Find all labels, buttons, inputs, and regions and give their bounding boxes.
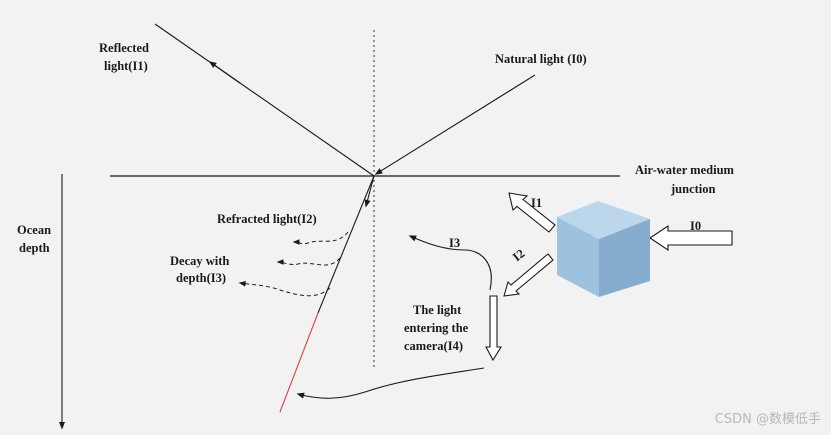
reflected-label-line1: Reflected bbox=[99, 41, 149, 55]
camera-cube bbox=[557, 201, 650, 297]
reflected-label-line2: light(I1) bbox=[104, 59, 148, 73]
reflected-arrow bbox=[208, 61, 241, 84]
cube-top-face bbox=[557, 201, 650, 239]
decay-label-line2: depth(I3) bbox=[176, 271, 226, 285]
ocean-label-line1: Ocean bbox=[17, 223, 51, 237]
i0-label: I0 bbox=[690, 219, 701, 233]
refracted-label: Refracted light(I2) bbox=[217, 212, 317, 226]
refracted-light-ray bbox=[317, 175, 375, 314]
refracted-arrow bbox=[364, 175, 375, 208]
camera-label-line3: camera(I4) bbox=[404, 339, 463, 353]
camera-label-line1: The light bbox=[413, 303, 462, 317]
junction-label-line1: Air-water medium bbox=[635, 163, 735, 177]
natural-light-label: Natural light (I0) bbox=[495, 52, 587, 66]
i1-label: I1 bbox=[531, 196, 542, 210]
i0-hollow-arrow bbox=[649, 224, 733, 252]
watermark: CSDN @数模低手 bbox=[714, 412, 821, 427]
i3-curve-arrow bbox=[408, 235, 492, 291]
i2-hollow-arrow bbox=[503, 253, 554, 297]
decay-curve-1 bbox=[292, 231, 349, 245]
camera-path-curve bbox=[296, 367, 485, 399]
i3-label: I3 bbox=[449, 236, 460, 250]
deep-refracted-ray bbox=[279, 312, 319, 413]
cube-side-face bbox=[599, 219, 650, 297]
i4-hollow-arrow bbox=[485, 295, 502, 362]
junction-label-line2: junction bbox=[670, 182, 716, 196]
i1-hollow-arrow bbox=[508, 192, 556, 233]
camera-label-line2: entering the bbox=[404, 321, 469, 335]
decay-label-line1: Decay with bbox=[170, 254, 229, 268]
decay-curve-2 bbox=[276, 257, 341, 266]
ocean-label-line2: depth bbox=[19, 241, 50, 255]
i2-label: I2 bbox=[510, 246, 527, 264]
reflected-light-ray bbox=[154, 23, 375, 177]
cube-front-face bbox=[557, 217, 599, 297]
natural-light-ray bbox=[374, 74, 536, 175]
decay-curve-3 bbox=[238, 281, 331, 297]
